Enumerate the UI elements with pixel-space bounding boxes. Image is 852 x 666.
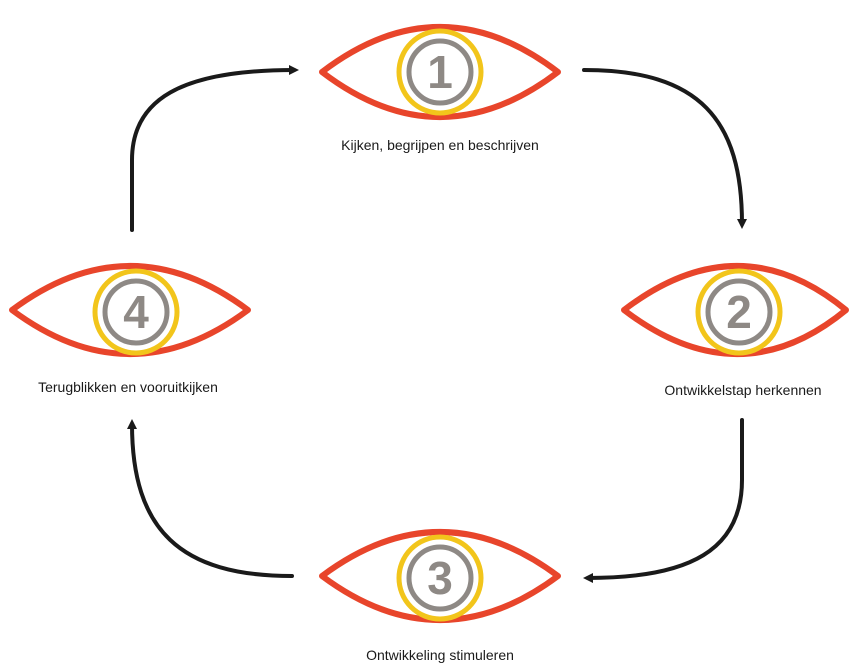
eye-outline <box>319 529 561 623</box>
arrow-1-to-2 <box>582 68 747 229</box>
eye-outline <box>9 263 251 357</box>
step-number: 4 <box>123 286 149 338</box>
step-number: 1 <box>427 46 453 98</box>
yellow-ring <box>92 268 180 356</box>
step-number: 2 <box>726 286 752 338</box>
yellow-ring <box>396 534 484 622</box>
step-4-label: Terugblikken en vooruitkijken <box>38 379 218 395</box>
step-2-label: Ontwikkelstap herkennen <box>664 382 821 398</box>
yellow-ring <box>396 28 484 116</box>
eye-outline <box>621 263 849 357</box>
step-4-eye: 4 <box>9 263 251 357</box>
step-3-label: Ontwikkeling stimuleren <box>366 647 514 663</box>
step-1-label: Kijken, begrijpen en beschrijven <box>341 137 539 153</box>
step-1-eye: 1 <box>319 24 561 120</box>
step-number: 3 <box>427 552 453 604</box>
step-3-eye: 3 <box>319 529 561 623</box>
gray-ring <box>102 278 170 346</box>
gray-ring <box>406 38 474 106</box>
arrow-3-to-4 <box>127 419 294 578</box>
arrow-4-to-1 <box>130 65 299 232</box>
step-2-eye: 2 <box>621 263 849 357</box>
gray-ring <box>705 278 773 346</box>
yellow-ring <box>695 268 783 356</box>
gray-ring <box>406 544 474 612</box>
eye-outline <box>319 24 561 120</box>
arrow-2-to-3 <box>583 418 744 583</box>
